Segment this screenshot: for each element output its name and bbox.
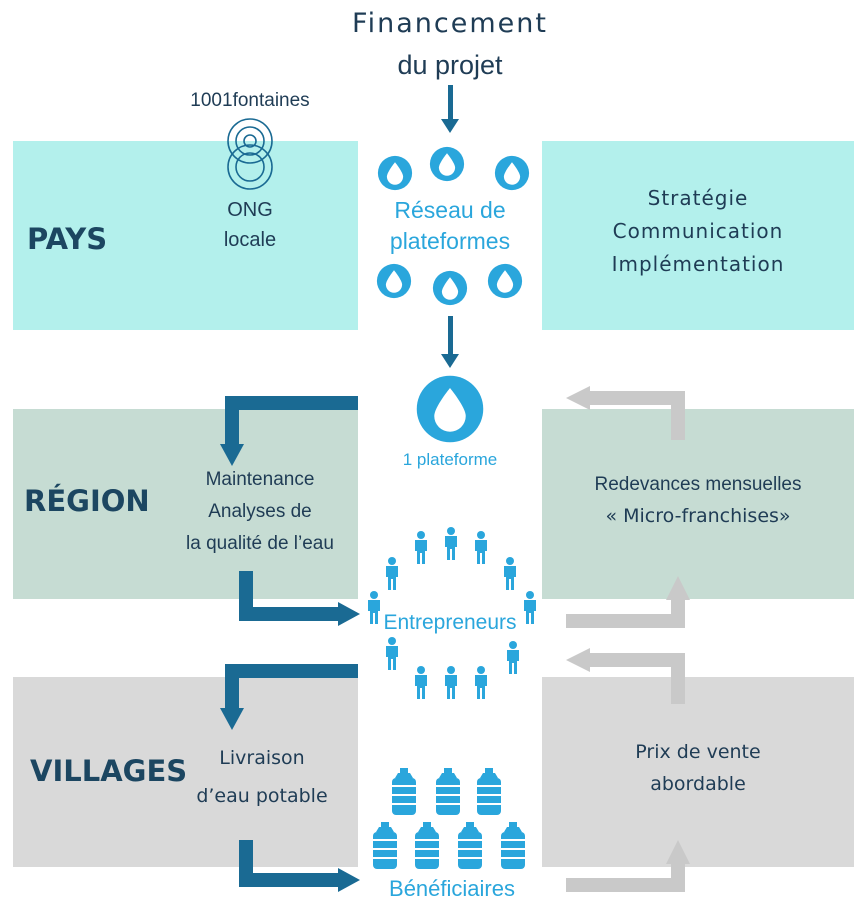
water-bottle-icon xyxy=(501,822,525,869)
villages-left-line1: Livraison xyxy=(219,747,305,769)
drop-icon xyxy=(429,146,465,182)
water-bottle-icon xyxy=(373,822,397,869)
water-bottle-icon xyxy=(458,822,482,869)
pays-label: PAYS xyxy=(27,222,108,256)
region-left-line2: Analyses de xyxy=(208,501,312,522)
beneficiaries-label: Bénéficiaires xyxy=(389,876,515,901)
person-icon xyxy=(475,531,487,564)
region-right-line2: « Micro-franchises» xyxy=(605,505,791,527)
ong-line1: ONG xyxy=(227,199,273,221)
interlocking-rings-icon xyxy=(227,118,273,190)
elbow-arrow-icon xyxy=(239,840,340,887)
elbow-arrow-icon xyxy=(566,862,685,892)
region-left-line3: la qualité de l’eau xyxy=(186,533,334,554)
person-icon xyxy=(415,531,427,564)
elbow-arrow-icon xyxy=(588,391,685,440)
region-label: RÉGION xyxy=(24,484,150,518)
person-icon xyxy=(415,666,427,699)
drop-icon xyxy=(376,263,412,299)
person-icon xyxy=(386,637,398,670)
person-icon xyxy=(368,591,380,624)
water-bottle-icon xyxy=(392,768,416,815)
villages-right-line2: abordable xyxy=(650,773,746,795)
elbow-arrow-icon xyxy=(225,396,358,448)
region-left-line1: Maintenance xyxy=(205,469,315,490)
network-line2: plateformes xyxy=(389,228,511,254)
person-icon xyxy=(507,641,519,674)
drop-icon xyxy=(377,155,413,191)
person-icon xyxy=(504,557,516,590)
entrepreneurs-label: Entrepreneurs xyxy=(383,611,517,634)
person-icon xyxy=(445,666,457,699)
elbow-arrow-icon xyxy=(225,664,358,712)
water-bottle-icon xyxy=(477,768,501,815)
villages-left-line2: d’eau potable xyxy=(196,785,328,807)
villages-left-panel xyxy=(13,677,358,867)
org-name: 1001fontaines xyxy=(190,90,310,111)
person-icon xyxy=(445,527,457,560)
pays-right-line2: Communication xyxy=(612,219,784,243)
region-right-line1: Redevances mensuelles xyxy=(594,474,802,495)
villages-right-panel xyxy=(542,677,854,867)
drop-icon xyxy=(416,375,484,443)
pays-left-panel xyxy=(13,141,358,330)
pays-right-line1: Stratégie xyxy=(647,186,749,210)
drop-icon xyxy=(487,263,523,299)
funding-title-line2: du projet xyxy=(397,50,503,80)
region-left-panel xyxy=(13,409,358,599)
funding-title-line1: Financement xyxy=(352,8,548,39)
region-right-panel xyxy=(542,409,854,599)
drop-icon xyxy=(432,270,468,306)
elbow-arrow-icon xyxy=(566,598,685,628)
water-bottle-icon xyxy=(436,768,460,815)
person-icon xyxy=(475,666,487,699)
network-line1: Réseau de xyxy=(394,197,506,223)
pays-right-line3: Implémentation xyxy=(611,252,785,276)
person-icon xyxy=(386,557,398,590)
elbow-arrow-icon xyxy=(588,653,685,704)
elbow-arrow-icon xyxy=(239,571,340,621)
ong-line2: locale xyxy=(223,229,277,251)
villages-right-line1: Prix de vente xyxy=(635,741,761,763)
person-icon xyxy=(524,591,536,624)
drop-icon xyxy=(494,155,530,191)
arrow-down-icon xyxy=(441,316,459,368)
arrow-down-icon xyxy=(441,85,459,133)
pays-right-panel xyxy=(542,141,854,330)
platform-label: 1 plateforme xyxy=(402,450,498,469)
water-bottle-icon xyxy=(415,822,439,869)
villages-label: VILLAGES xyxy=(30,754,188,788)
